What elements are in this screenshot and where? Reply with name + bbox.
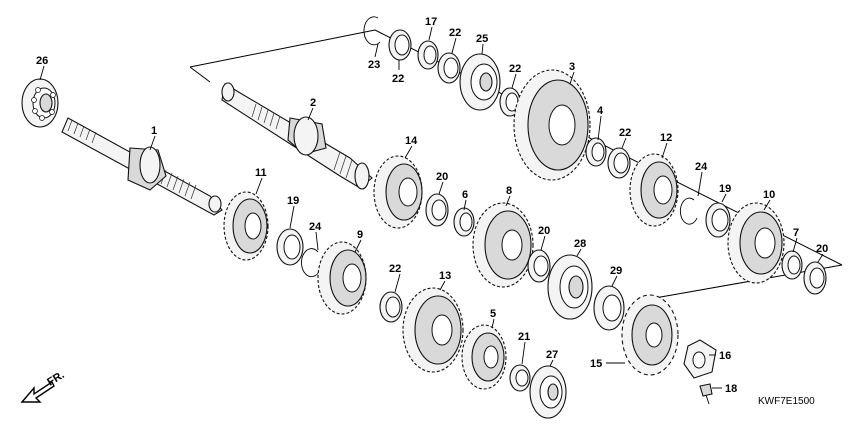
part-5-gear: [461, 324, 507, 390]
part-label-14: 14: [405, 135, 418, 147]
part-22-washer-c: [437, 52, 461, 84]
part-label-6: 6: [462, 189, 468, 201]
part-label-28: 28: [574, 238, 586, 250]
part-3-gear: [513, 69, 591, 181]
part-10-gear: [727, 202, 785, 284]
leader-lines: [39, 26, 824, 389]
part-2-countershaft: [221, 82, 373, 190]
part-9-gear: [317, 241, 367, 315]
part-17-bushing: [417, 40, 439, 70]
part-label-23: 23: [368, 59, 380, 71]
part-29-oil-seal: [593, 285, 625, 331]
part-14-gear: [373, 155, 423, 229]
part-label-24-upper: 24: [695, 161, 708, 173]
part-label-16: 16: [719, 350, 731, 362]
front-direction-indicator: FR.: [20, 369, 67, 403]
part-12-gear: [629, 153, 679, 227]
part-4-bushing: [585, 137, 607, 167]
part-26-bearing: [21, 78, 59, 128]
part-20-washer-a: [425, 193, 449, 227]
part-label-1: 1: [151, 125, 157, 137]
part-20-washer-c: [803, 261, 827, 295]
part-label-12: 12: [660, 132, 672, 144]
part-label-9: 9: [357, 229, 363, 241]
part-label-22-right: 22: [619, 127, 631, 139]
part-label-2: 2: [310, 97, 316, 109]
part-22-washer-b: [388, 29, 412, 61]
part-label-15: 15: [590, 358, 602, 370]
part-13-gear: [402, 287, 464, 373]
part-labels: 26 1 2 3 4 5 6 7 8 9 10 11 12 13 14 15 1…: [36, 16, 828, 395]
part-label-27: 27: [546, 349, 558, 361]
part-24-circlip-lower: [301, 248, 321, 278]
part-25-bearing: [459, 53, 501, 111]
part-label-4: 4: [597, 105, 604, 117]
part-8-gear: [472, 202, 534, 288]
part-label-22-lower: 22: [389, 263, 401, 275]
part-label-20-middle: 20: [538, 225, 550, 237]
arrow-icon: [20, 380, 55, 403]
part-7-bushing: [781, 250, 803, 280]
part-1-mainshaft: [61, 117, 223, 216]
part-11-gear: [223, 191, 269, 261]
part-label-25: 25: [476, 33, 488, 45]
part-label-17: 17: [425, 16, 437, 28]
part-label-29: 29: [610, 265, 622, 277]
part-label-3: 3: [569, 61, 575, 73]
part-label-24-lower: 24: [309, 221, 322, 233]
part-label-19-lower: 19: [287, 195, 299, 207]
part-label-11: 11: [255, 167, 267, 179]
part-label-22-top-left: 22: [392, 73, 404, 85]
part-label-5: 5: [490, 308, 496, 320]
part-20-washer-b: [527, 249, 551, 283]
part-22-washer-a: [379, 291, 403, 323]
part-label-20-left: 20: [436, 171, 448, 183]
part-24-circlip-upper: [679, 197, 698, 225]
part-19-washer-lower: [276, 228, 304, 266]
part-label-8: 8: [506, 185, 512, 197]
part-label-19-upper: 19: [719, 183, 731, 195]
part-19-washer-upper: [705, 202, 731, 238]
part-label-20-right: 20: [816, 243, 828, 255]
part-28-bearing: [547, 254, 593, 320]
part-label-13: 13: [439, 270, 451, 282]
part-15-drive-sprocket: [621, 294, 679, 376]
part-label-22-top: 22: [449, 27, 461, 39]
part-label-22-mid: 22: [509, 63, 521, 75]
part-label-10: 10: [763, 189, 775, 201]
part-label-21: 21: [518, 331, 530, 343]
part-21-washer: [509, 364, 531, 392]
part-label-7: 7: [793, 227, 799, 239]
part-22-washer-e: [607, 147, 631, 179]
part-6-bushing: [453, 207, 475, 237]
part-27-bearing: [529, 365, 567, 419]
part-18-bolt: [699, 383, 713, 405]
part-label-18: 18: [725, 383, 737, 395]
part-16-fixing-plate: [683, 339, 717, 379]
part-23-circlip: [363, 16, 381, 46]
part-label-26: 26: [36, 55, 48, 67]
diagram-code: KWF7E1500: [758, 396, 815, 407]
